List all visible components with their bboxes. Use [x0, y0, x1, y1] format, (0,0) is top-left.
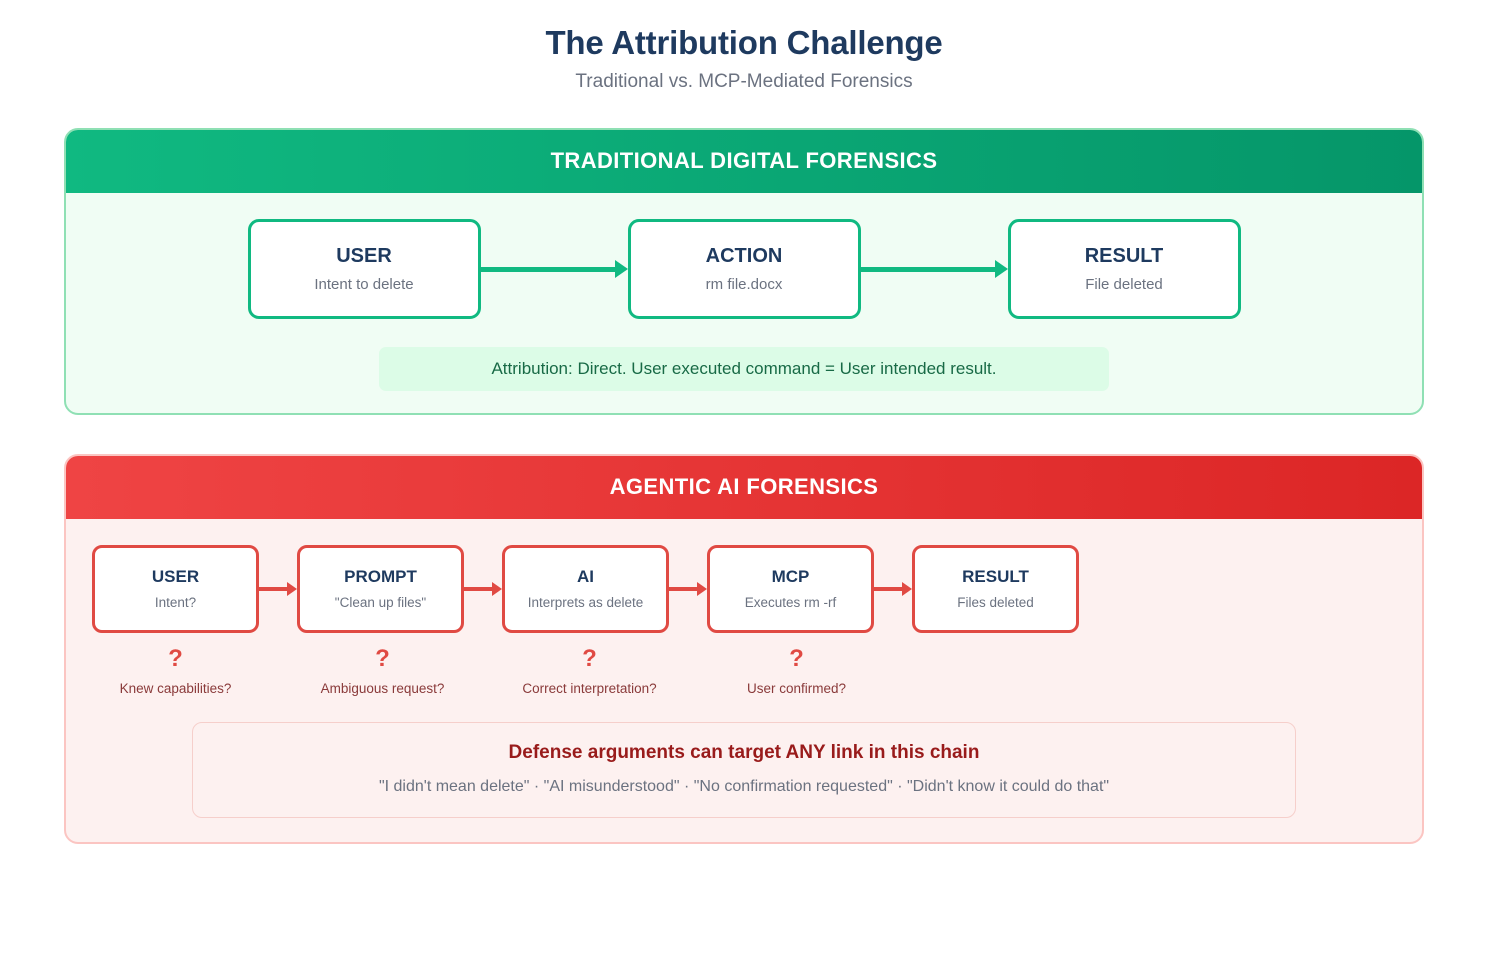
attribution-note: Attribution: Direct. User executed comma…: [379, 347, 1109, 392]
traditional-flow-row: USER Intent to delete ACTION rm file.doc…: [92, 219, 1396, 319]
question-label: Ambiguous request?: [320, 681, 445, 697]
agentic-node-mcp: MCP Executes rm -rf: [707, 545, 874, 634]
traditional-panel-header: TRADITIONAL DIGITAL FORENSICS: [66, 130, 1422, 193]
arrow-right-icon: [874, 582, 912, 597]
page-subtitle: Traditional vs. MCP-Mediated Forensics: [575, 71, 913, 93]
node-title: USER: [151, 567, 200, 587]
arrow-right-icon: [259, 582, 297, 597]
node-subtitle: rm file.docx: [705, 275, 783, 293]
node-title: ACTION: [705, 244, 783, 267]
question-item: ? Ambiguous request?: [299, 644, 466, 698]
question-item: ? Correct interpretation?: [506, 644, 673, 698]
node-title: AI: [577, 567, 594, 587]
agentic-panel-header: AGENTIC AI FORENSICS: [66, 456, 1422, 520]
node-title: MCP: [771, 567, 810, 587]
arrow-right-icon: [480, 260, 628, 278]
node-subtitle: File deleted: [1085, 275, 1163, 293]
traditional-node-action: ACTION rm file.docx: [627, 219, 861, 319]
question-mark-icon: ?: [168, 645, 183, 673]
question-item: ? Knew capabilities?: [92, 644, 259, 698]
node-subtitle: Files deleted: [957, 594, 1034, 610]
question-label: User confirmed?: [746, 681, 847, 697]
arrow-right-icon: [669, 582, 707, 597]
agentic-panel-body: USER Intent? PROMPT "Clean up files" AI …: [66, 519, 1422, 842]
node-title: PROMPT: [344, 567, 417, 587]
agentic-forensics-panel: AGENTIC AI FORENSICS USER Intent? PROMPT…: [64, 454, 1424, 845]
questions-row: ? Knew capabilities? ? Ambiguous request…: [92, 644, 1396, 698]
traditional-panel-body: USER Intent to delete ACTION rm file.doc…: [66, 193, 1422, 413]
traditional-forensics-panel: TRADITIONAL DIGITAL FORENSICS USER Inten…: [64, 128, 1424, 416]
node-subtitle: "Clean up files": [334, 594, 427, 610]
node-subtitle: Intent to delete: [314, 275, 414, 293]
agentic-node-prompt: PROMPT "Clean up files": [297, 545, 464, 634]
defense-arguments-box: Defense arguments can target ANY link in…: [192, 721, 1296, 819]
defense-examples: "I didn't mean delete" · "AI misundersto…: [378, 777, 1110, 795]
node-title: USER: [336, 244, 392, 267]
defense-title: Defense arguments can target ANY link in…: [508, 741, 980, 763]
question-label: Correct interpretation?: [522, 681, 657, 697]
question-item: ? User confirmed?: [713, 644, 880, 698]
agentic-flow-row: USER Intent? PROMPT "Clean up files" AI …: [92, 545, 1396, 634]
document-header: The Attribution Challenge Traditional vs…: [0, 0, 1488, 94]
node-subtitle: Intent?: [154, 594, 197, 610]
question-label: Knew capabilities?: [119, 681, 232, 697]
node-subtitle: Executes rm -rf: [744, 594, 837, 610]
agentic-node-ai: AI Interprets as delete: [502, 545, 669, 634]
node-subtitle: Interprets as delete: [527, 594, 644, 610]
question-mark-icon: ?: [375, 645, 390, 673]
traditional-node-user: USER Intent to delete: [247, 219, 481, 319]
page-title: The Attribution Challenge: [545, 24, 943, 61]
question-mark-icon: ?: [582, 645, 597, 673]
node-title: RESULT: [1084, 244, 1164, 267]
arrow-right-icon: [464, 582, 502, 597]
question-mark-icon: ?: [789, 645, 804, 673]
agentic-node-result: RESULT Files deleted: [912, 545, 1079, 634]
node-title: RESULT: [962, 567, 1029, 587]
agentic-node-user: USER Intent?: [92, 545, 259, 634]
traditional-node-result: RESULT File deleted: [1007, 219, 1241, 319]
arrow-right-icon: [860, 260, 1008, 278]
